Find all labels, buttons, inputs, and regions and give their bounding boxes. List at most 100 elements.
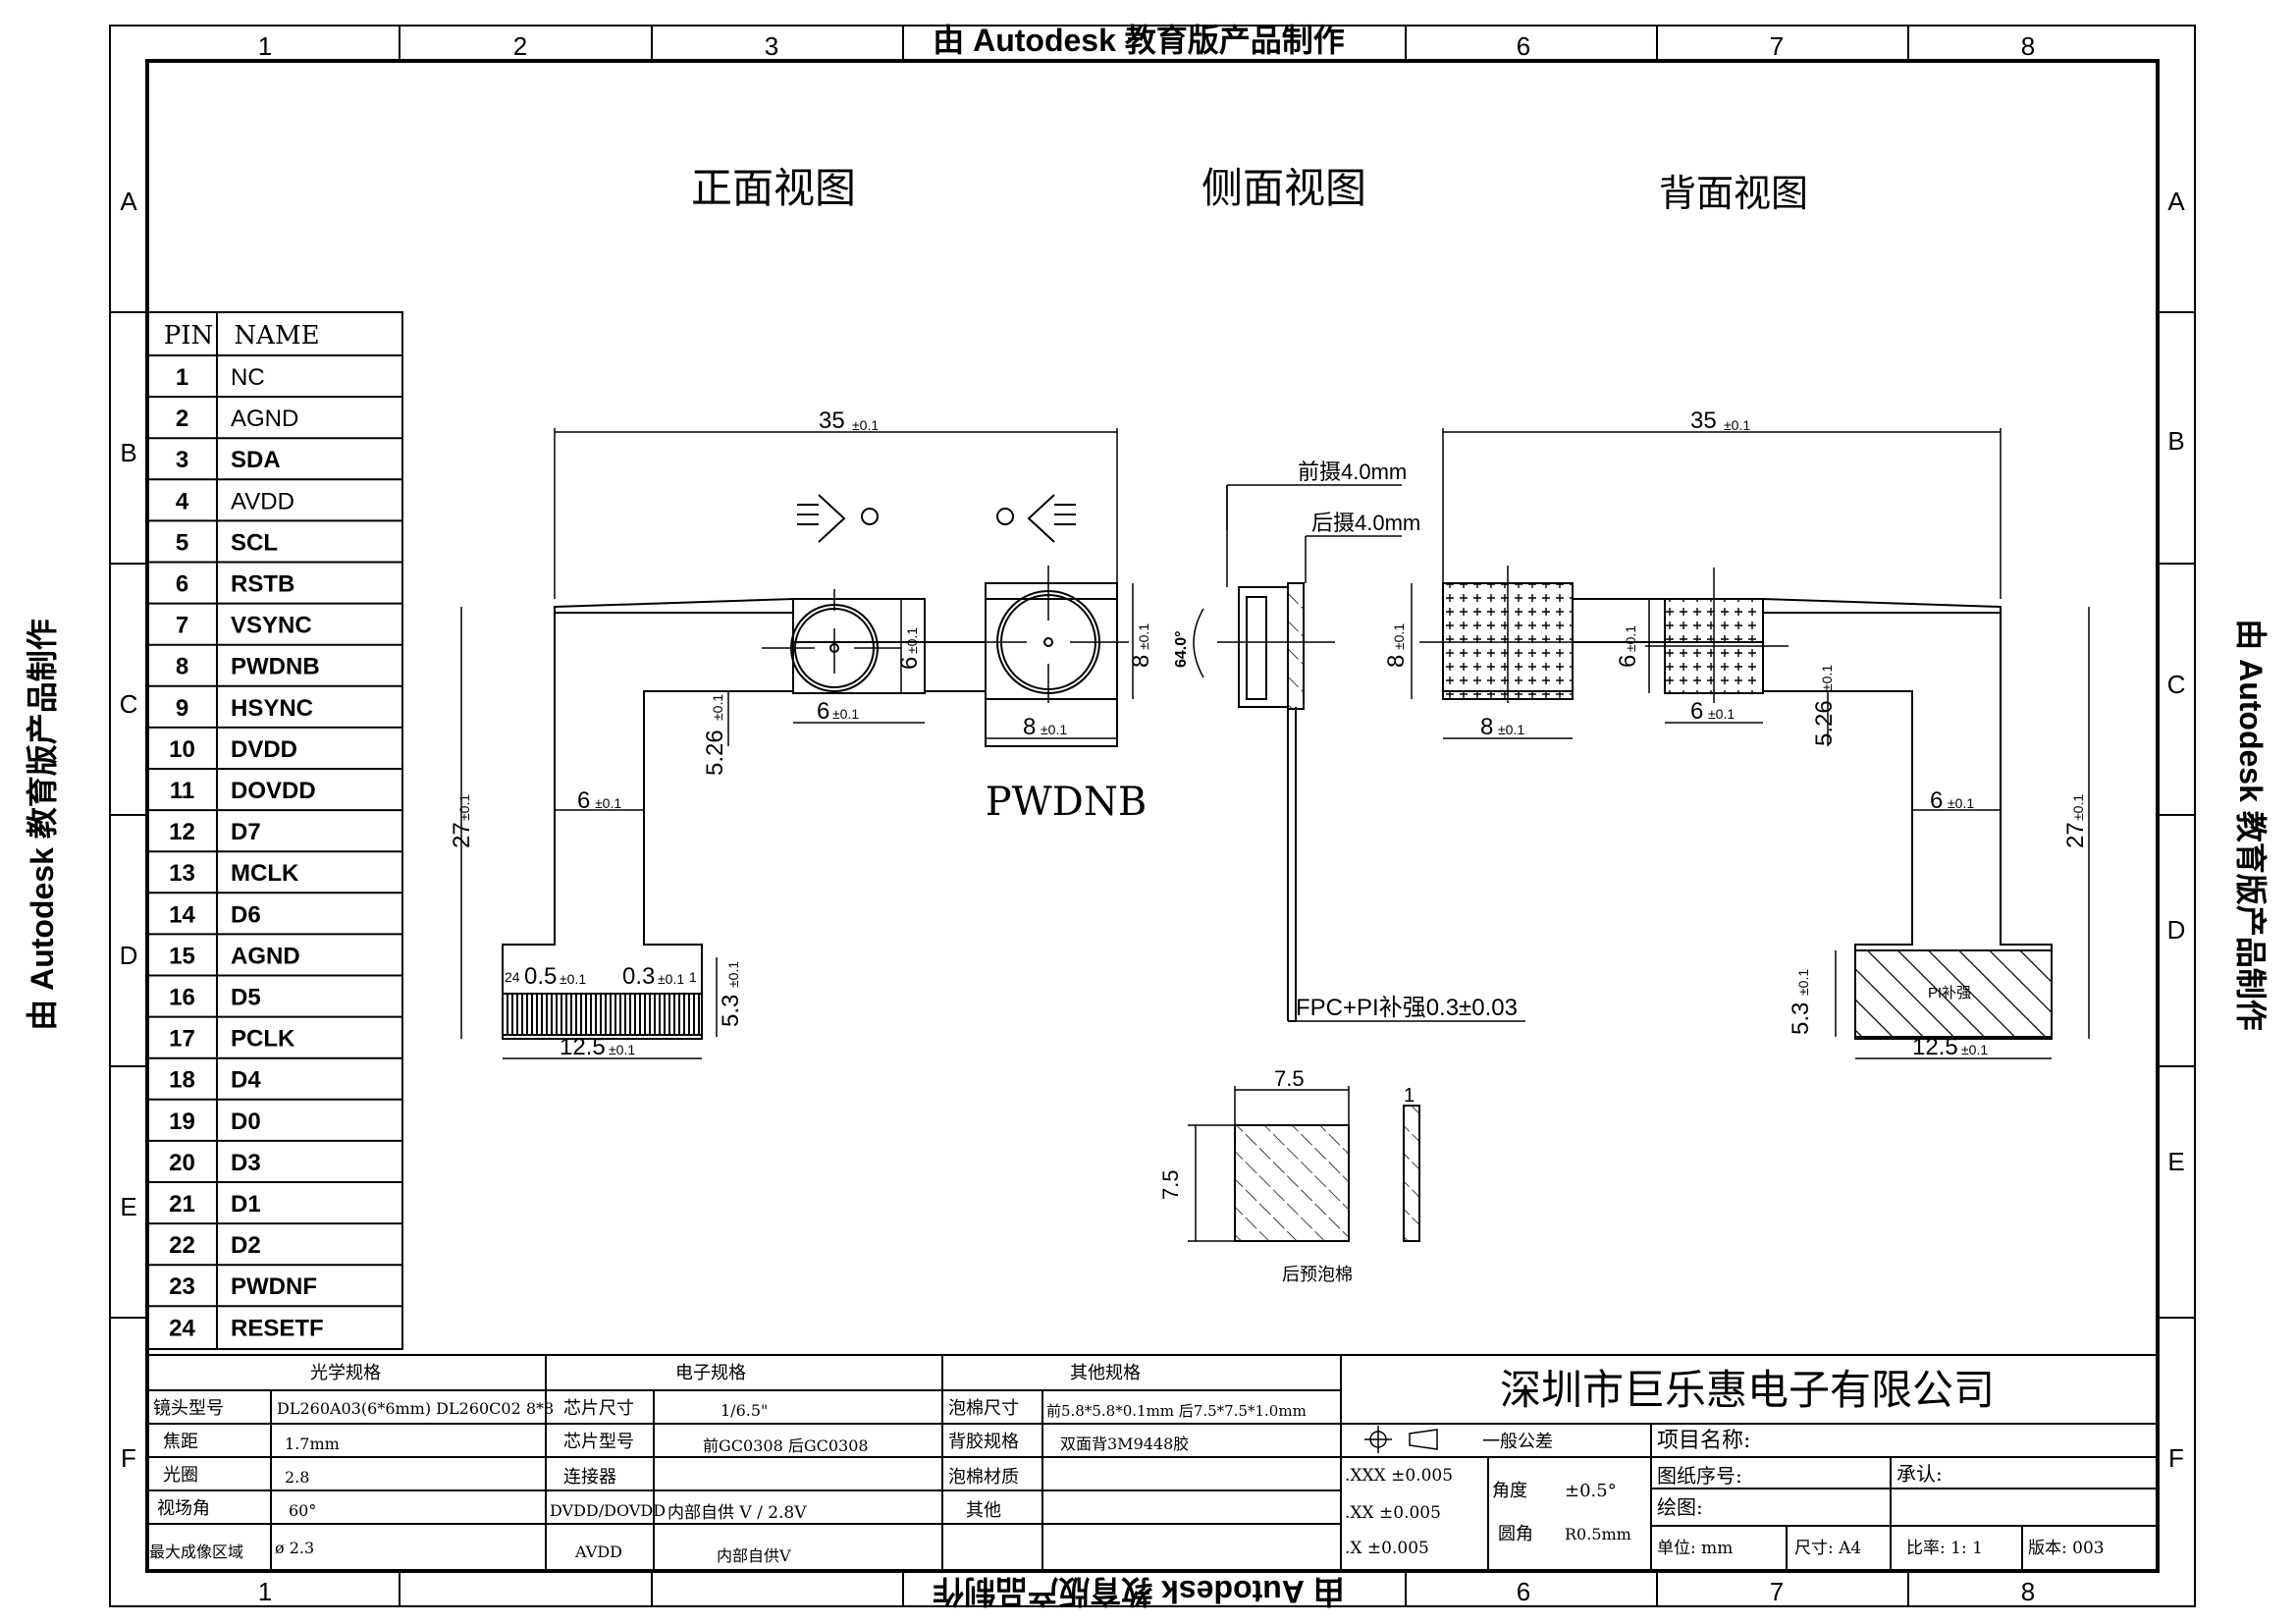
row-label: A	[2167, 187, 2185, 216]
dim-526: 5.26	[1811, 700, 1838, 746]
tol: ±0.1	[1391, 623, 1407, 650]
general-tolerance: 一般公差	[1482, 1432, 1553, 1452]
dim-35: 35	[819, 407, 845, 434]
front-dim-texts: 35 ±0.1 27 ±0.1 6 ±0.1 6 ±0.1 8 ±0.1 5.2…	[449, 407, 1154, 1060]
optics-label: 镜头型号	[153, 1398, 224, 1419]
electronics-value: 内部自供 V / 2.8V	[667, 1503, 807, 1523]
pwdnb-label: PWDNB	[986, 780, 1148, 825]
pin-name: RSTB	[231, 571, 294, 598]
pin-name: AGND	[231, 943, 300, 969]
scale-label: 比率: 1: 1	[1906, 1539, 1983, 1558]
rear-cam-label: 后摄4.0mm	[1311, 511, 1420, 535]
tol: ±0.1	[1136, 623, 1151, 650]
row-label: B	[120, 438, 136, 467]
pin-number: 24	[169, 1315, 195, 1341]
approval-label: 承认:	[1896, 1462, 1943, 1486]
back-dim-texts: 35 ±0.1 27 ±0.1 6 ±0.1 8 ±0.1 6 ±0.1 5.2…	[1383, 407, 2089, 1060]
pin-header: PIN	[164, 321, 214, 351]
version-label: 版本: 003	[2028, 1539, 2105, 1558]
pin-number: 6	[176, 571, 188, 598]
row-label: E	[120, 1192, 136, 1221]
row-label: B	[2167, 426, 2184, 456]
pin-name: D0	[231, 1109, 261, 1135]
row-label: A	[120, 187, 137, 216]
optics-label: 视场角	[157, 1498, 210, 1519]
pin-name: D3	[231, 1150, 261, 1176]
pin-name: D1	[231, 1191, 261, 1218]
pin-name: DVDD	[231, 736, 297, 763]
pin-name: D6	[231, 901, 261, 928]
pin-name: PWDNB	[231, 654, 320, 680]
pin-number: 16	[169, 985, 195, 1011]
pin-number: 7	[176, 613, 188, 639]
electronics-value: 内部自供V	[717, 1546, 791, 1565]
pin-number: 21	[169, 1191, 195, 1218]
dim-8: 8	[1023, 714, 1036, 740]
angle-tol-value: ±0.5°	[1565, 1481, 1617, 1501]
front-cam-label: 前摄4.0mm	[1298, 460, 1407, 484]
electronics-heading: 电子规格	[675, 1363, 746, 1383]
electronics-label: 芯片尺寸	[563, 1398, 634, 1419]
dim-75: 7.5	[1158, 1169, 1183, 1200]
drawer-label: 绘图:	[1657, 1495, 1703, 1519]
drawing-number-label: 图纸序号:	[1657, 1464, 1742, 1488]
watermark-top: 由 Autodesk 教育版产品制作	[933, 23, 1345, 58]
watermark-right: 由 Autodesk 教育版产品制作	[2233, 619, 2269, 1031]
pin-number: 23	[169, 1273, 195, 1300]
tol: ±0.1	[1819, 665, 1835, 691]
pin-name: DOVDD	[231, 778, 316, 804]
optics-label: 最大成像区域	[149, 1543, 243, 1561]
pi-label: PI补强	[1928, 985, 1971, 1001]
angle-tol-label: 角度	[1492, 1481, 1527, 1501]
pin-number: 17	[169, 1026, 195, 1053]
dim-125: 12.5	[1912, 1034, 1958, 1060]
pin-number: 2	[176, 406, 188, 432]
other-label: 泡棉材质	[948, 1467, 1019, 1488]
name-header: NAME	[234, 321, 319, 351]
other-label: 背胶规格	[948, 1432, 1019, 1452]
other-label: 其他	[966, 1500, 1001, 1521]
tol: ±0.1	[1948, 795, 1974, 811]
pin-number: 10	[169, 736, 195, 763]
dim-6: 6	[1615, 655, 1641, 668]
tol: ±0.1	[1708, 706, 1735, 722]
pin-number: 15	[169, 943, 195, 969]
electronics-label: DVDD/DOVDD	[550, 1501, 666, 1520]
row-label: E	[2167, 1147, 2184, 1176]
tol-xx: .XX ±0.005	[1345, 1503, 1441, 1523]
col-label: 8	[2021, 31, 2035, 61]
col-label: 1	[258, 1577, 272, 1606]
tol: ±0.1	[560, 971, 586, 987]
tol: ±0.1	[852, 417, 879, 433]
dim-03: 0.3	[622, 963, 655, 990]
pin-number: 9	[176, 695, 188, 722]
optics-value: 2.8	[285, 1468, 309, 1487]
optics-value: ø 2.3	[275, 1539, 314, 1557]
dim-526: 5.26	[702, 730, 728, 776]
pin-number: 8	[176, 654, 188, 680]
project-name-label: 项目名称:	[1657, 1429, 1750, 1453]
pin-number: 3	[176, 447, 188, 473]
fillet-value: R0.5mm	[1565, 1525, 1631, 1543]
pin-name: SCL	[231, 529, 278, 556]
view-titles: 正面视图 侧面视图 背面视图	[691, 164, 1808, 215]
foam-label: 后预泡棉	[1282, 1265, 1353, 1284]
other-value: 前5.8*5.8*0.1mm 后7.5*7.5*1.0mm	[1046, 1402, 1307, 1420]
electronics-label: 连接器	[563, 1467, 616, 1488]
pin-name: AGND	[231, 406, 298, 432]
pin-number: 19	[169, 1109, 195, 1135]
pin-name: MCLK	[231, 860, 299, 887]
dim-53: 5.3	[1788, 1002, 1814, 1035]
tol: ±0.1	[1961, 1042, 1988, 1057]
pin-number: 5	[176, 529, 188, 556]
row-label: D	[2167, 915, 2186, 945]
dim-8: 8	[1480, 714, 1493, 740]
other-value: 双面背3M9448胶	[1060, 1435, 1189, 1453]
unit-label: 单位: mm	[1657, 1539, 1733, 1558]
dim-75: 7.5	[1274, 1066, 1305, 1091]
tol: ±0.1	[658, 971, 684, 987]
col-label: 7	[1770, 1577, 1784, 1606]
tol: ±0.1	[904, 627, 920, 654]
dim-6: 6	[577, 787, 590, 814]
